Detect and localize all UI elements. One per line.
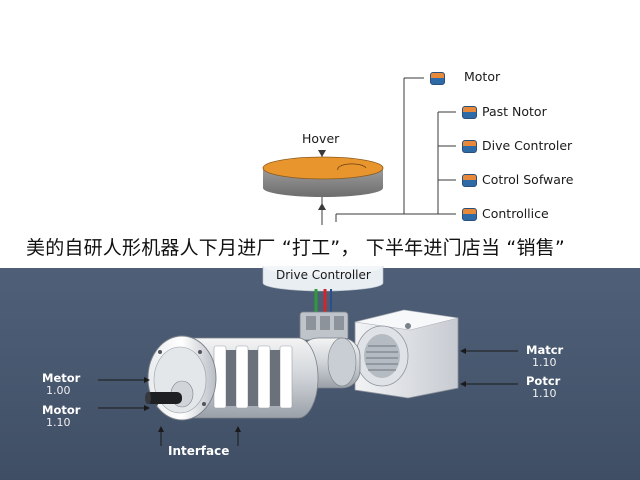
left-top-motor-name: Metor xyxy=(42,371,81,385)
right-bottom-motor-name: Potcr xyxy=(526,374,561,388)
legend-item-past-notor: Past Notor xyxy=(482,104,547,119)
left-bottom-motor-name: Motor xyxy=(42,403,81,417)
interface-label: Interface xyxy=(168,444,230,458)
legend-item-cotrol-sofware: Cotrol Sofware xyxy=(482,172,574,187)
cotrol-sofware-icon xyxy=(462,174,477,187)
drive-controller-label: Drive Controller xyxy=(276,268,371,282)
past-notor-icon xyxy=(462,106,477,119)
right-bottom-motor-value: 1.10 xyxy=(532,387,557,400)
connector-lines xyxy=(318,77,456,225)
dive-controler-icon xyxy=(462,140,477,153)
left-top-motor-value: 1.00 xyxy=(46,384,71,397)
connector-block xyxy=(299,311,349,341)
left-bottom-motor-value: 1.10 xyxy=(46,416,71,429)
main-motor xyxy=(145,335,319,421)
hover-disk xyxy=(262,156,384,197)
right-top-motor-value: 1.10 xyxy=(532,356,557,369)
legend-item-dive-controler: Dive Controler xyxy=(482,138,573,153)
legend-item-controllice: Controllice xyxy=(482,206,549,221)
hover-label: Hover xyxy=(302,131,340,146)
motor-icon xyxy=(430,72,445,85)
label-arrows xyxy=(98,348,518,446)
gearbox-block xyxy=(354,309,459,399)
legend-item-motor: Motor xyxy=(464,69,501,84)
headline-text: 美的自研人形机器人下月进厂 “打工”， 下半年进门店当 “销售” xyxy=(26,237,565,259)
controllice-icon xyxy=(462,208,477,221)
headline-banner: 美的自研人形机器人下月进厂 “打工”， 下半年进门店当 “销售” xyxy=(0,226,640,266)
right-top-motor-name: Matcr xyxy=(526,343,564,357)
